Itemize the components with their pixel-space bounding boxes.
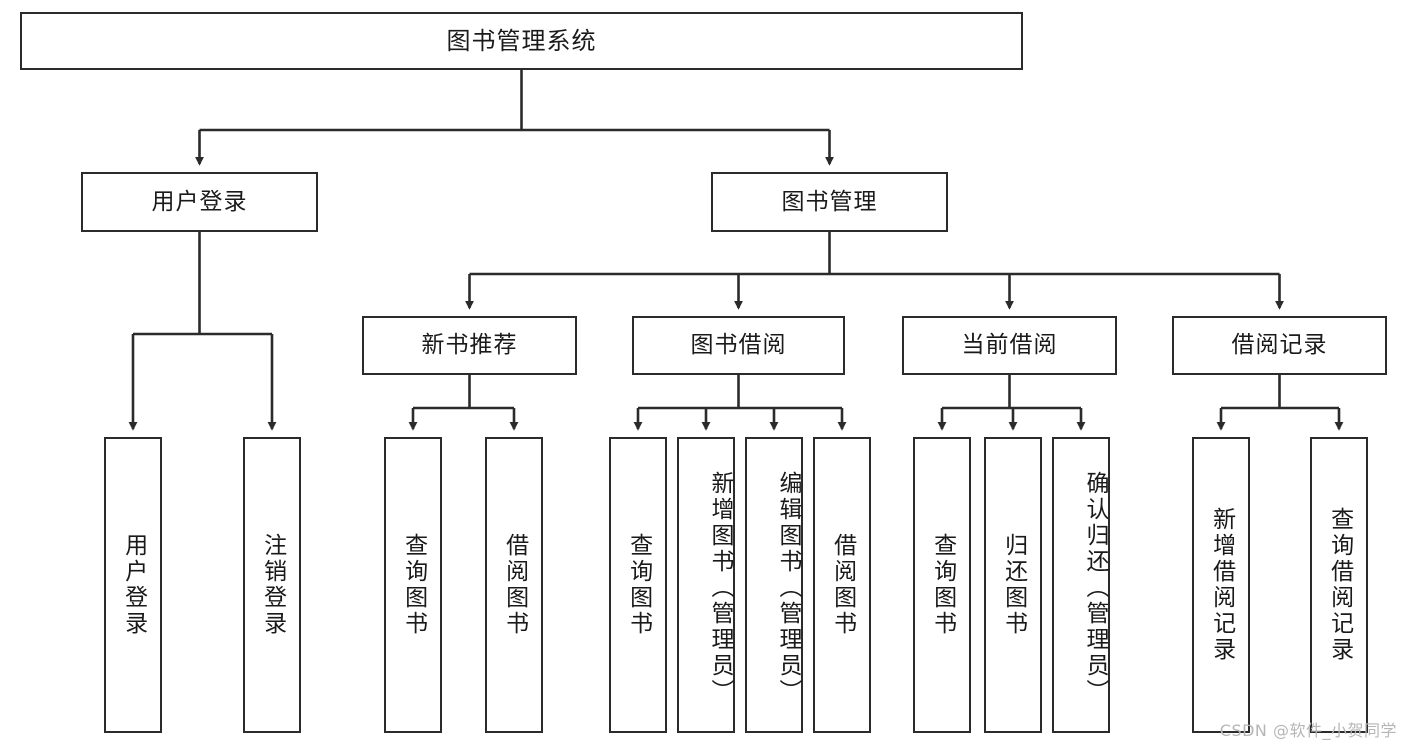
node-leaf-query-book-1[interactable]: 查询图书 xyxy=(384,437,442,733)
node-new-book-recommendation[interactable]: 新书推荐 xyxy=(362,316,577,375)
node-book-manage[interactable]: 图书管理 xyxy=(711,172,948,232)
node-leaf-user-login[interactable]: 用户登录 xyxy=(104,437,162,733)
node-leaf-add-record[interactable]: 新增借阅记录 xyxy=(1192,437,1250,733)
node-leaf-add-book[interactable]: 新增图书（管理员） xyxy=(677,437,735,733)
node-leaf-query-record[interactable]: 查询借阅记录 xyxy=(1310,437,1368,733)
node-leaf-borrow-book-1[interactable]: 借阅图书 xyxy=(485,437,543,733)
node-leaf-confirm-return[interactable]: 确认归还（管理员） xyxy=(1052,437,1110,733)
node-leaf-edit-book[interactable]: 编辑图书（管理员） xyxy=(745,437,803,733)
node-leaf-borrow-book-2[interactable]: 借阅图书 xyxy=(813,437,871,733)
node-leaf-user-logout[interactable]: 注销登录 xyxy=(243,437,301,733)
node-user-login[interactable]: 用户登录 xyxy=(81,172,318,232)
node-book-borrow[interactable]: 图书借阅 xyxy=(632,316,845,375)
node-current-borrow[interactable]: 当前借阅 xyxy=(902,316,1117,375)
node-root-title[interactable]: 图书管理系统 xyxy=(20,12,1023,70)
node-leaf-query-book-3[interactable]: 查询图书 xyxy=(913,437,971,733)
node-leaf-return-book[interactable]: 归还图书 xyxy=(984,437,1042,733)
node-leaf-query-book-2[interactable]: 查询图书 xyxy=(609,437,667,733)
node-borrow-record[interactable]: 借阅记录 xyxy=(1172,316,1387,375)
